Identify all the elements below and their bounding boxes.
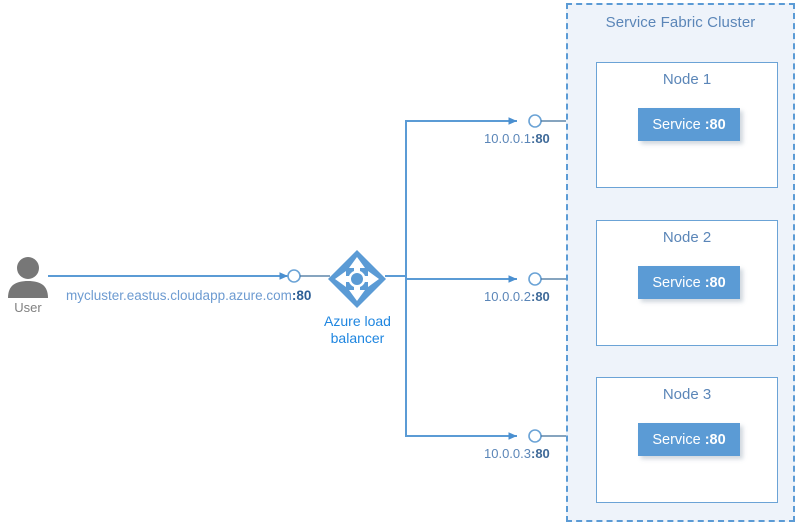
wire-loadbalancer-trunk	[385, 121, 407, 437]
ip-port-2: :80	[531, 289, 550, 304]
service-box-1[interactable]: Service:80	[638, 108, 740, 141]
load-balancer-label: Azure load balancer	[300, 313, 415, 347]
person-icon	[8, 257, 48, 298]
ip-label-node-2: 10.0.0.2:80	[484, 289, 550, 304]
wire-user-to-loadbalancer	[48, 269, 330, 283]
node-title-3: Node 3	[662, 386, 712, 403]
user-label: User	[14, 300, 42, 315]
ip-address-3: 10.0.0.3	[484, 446, 531, 461]
ip-address-1: 10.0.0.1	[484, 131, 531, 146]
service-box-3[interactable]: Service:80	[638, 423, 740, 456]
service-port-2: :80	[704, 274, 726, 291]
ip-label-node-1: 10.0.0.1:80	[484, 131, 550, 146]
ip-label-node-3: 10.0.0.3:80	[484, 446, 550, 461]
load-balancer-icon[interactable]	[327, 249, 387, 309]
node-title-2: Node 2	[662, 229, 712, 246]
url-port: :80	[291, 288, 312, 303]
ip-address-2: 10.0.0.2	[484, 289, 531, 304]
service-port-1: :80	[704, 116, 726, 133]
url-host: mycluster.eastus.cloudapp.azure.com	[66, 288, 292, 303]
ip-port-1: :80	[531, 131, 550, 146]
node-box-3[interactable]: Node 3 Service:80	[596, 377, 778, 503]
lb-label-line1: Azure load	[324, 313, 391, 329]
service-port-3: :80	[704, 431, 726, 448]
service-label-2: Service	[652, 274, 701, 291]
lb-label-line2: balancer	[330, 330, 385, 346]
service-label-1: Service	[652, 116, 701, 133]
service-label-3: Service	[652, 431, 701, 448]
ip-port-3: :80	[531, 446, 550, 461]
node-box-2[interactable]: Node 2 Service:80	[596, 220, 778, 346]
cluster-url-label: mycluster.eastus.cloudapp.azure.com:80	[66, 288, 311, 303]
node-title-1: Node 1	[662, 71, 712, 88]
service-box-2[interactable]: Service:80	[638, 266, 740, 299]
cluster-title: Service Fabric Cluster	[605, 14, 756, 31]
node-box-1[interactable]: Node 1 Service:80	[596, 62, 778, 188]
